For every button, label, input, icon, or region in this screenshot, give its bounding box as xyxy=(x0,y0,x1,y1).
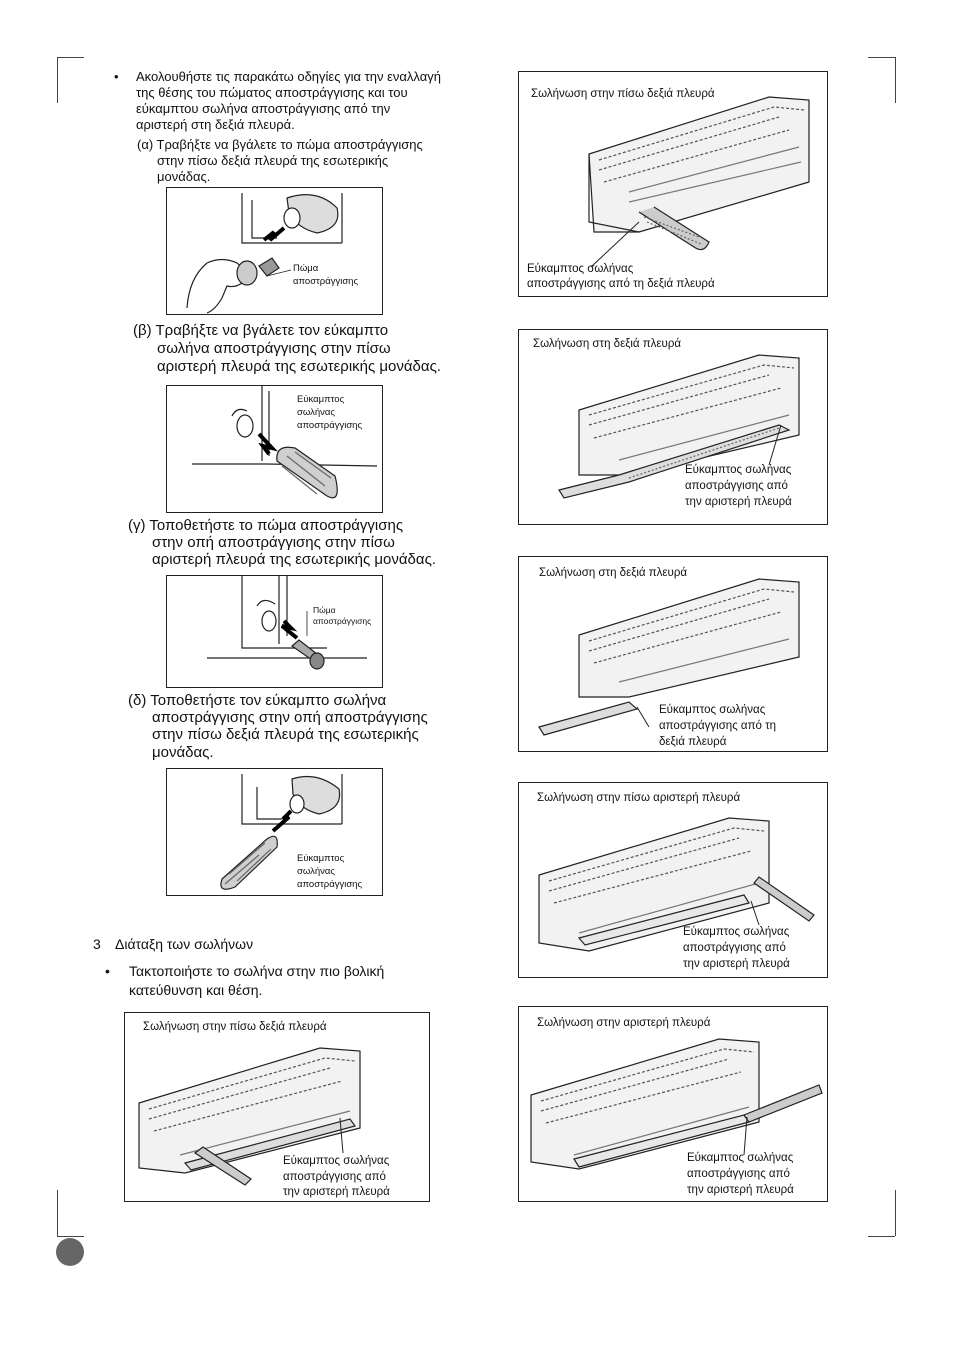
figure-caption: δεξιά πλευρά xyxy=(659,736,727,748)
crop-mark xyxy=(895,1190,896,1236)
figure-title: Σωλήνωση στην αριστερή πλευρά xyxy=(537,1017,711,1029)
figure-title: Σωλήνωση στη δεξιά πλευρά xyxy=(533,338,682,350)
section-line: κατεύθυνση και θέση. xyxy=(129,982,263,998)
figure-caption: την αριστερή πλευρά xyxy=(283,1186,390,1198)
step-d-line: μονάδας. xyxy=(152,744,214,761)
step-a-line: μονάδας. xyxy=(157,169,211,184)
figure-rear-left: Σωλήνωση στην πίσω αριστερή πλευρά Εύκαμ… xyxy=(518,782,828,978)
figure-title: Σωλήνωση στην πίσω αριστερή πλευρά xyxy=(537,792,741,804)
step-b-line: (β) Τραβήξτε να βγάλετε τον εύκαμπτο xyxy=(133,322,389,339)
ac-unit-illustration xyxy=(538,578,800,736)
figure-caption: Εύκαμπτος σωλήνας xyxy=(683,926,790,938)
crop-mark xyxy=(57,57,84,58)
step-d-label: σωλήνας xyxy=(297,866,335,877)
figure-caption: αποστράγγισης από xyxy=(685,480,788,492)
crop-mark xyxy=(895,57,896,103)
step-a-label: Πώμα xyxy=(293,263,319,274)
intro-line: της θέσης του πώματος αποστράγγισης και … xyxy=(136,85,408,100)
step-a-line: στην πίσω δεξιά πλευρά της εσωτερικής xyxy=(157,153,389,168)
step-b-line: σωλήνα αποστράγγισης στην πίσω xyxy=(157,340,391,357)
figure-caption: την αριστερή πλευρά xyxy=(687,1184,794,1196)
figure-right-right-hose: Σωλήνωση στη δεξιά πλευρά Εύκαμπτος σωλή… xyxy=(518,556,828,752)
step-c-line: (γ) Τοποθετήστε το πώμα αποστράγγισης xyxy=(128,517,404,534)
figure-left: Σωλήνωση στην αριστερή πλευρά Εύκαμπτος … xyxy=(518,1006,828,1202)
step-b-label: σωλήνας xyxy=(297,407,335,418)
figure-caption: την αριστερή πλευρά xyxy=(685,496,792,508)
section-title: Διάταξη των σωλήνων xyxy=(115,936,254,952)
step-d-line: αποστράγγισης στην οπή αποστράγγισης xyxy=(152,709,428,726)
figure-bottom-rear-right: Σωλήνωση στην πίσω δεξιά πλευρά Εύκαμπτο… xyxy=(124,1012,430,1202)
section-line: Τακτοποιήστε το σωλήνα στην πιο βολική xyxy=(129,963,385,979)
page-number-circle xyxy=(56,1238,84,1266)
intro-bullet: • xyxy=(114,69,119,84)
figure-caption: Εύκαμπτος σωλήνας xyxy=(685,464,792,476)
figure-caption: Εύκαμπτος σωλήνας xyxy=(283,1155,390,1167)
figure-caption: αποστράγγισης από τη xyxy=(659,720,777,732)
step-a-figure: Πώμα αποστράγγισης xyxy=(166,187,383,315)
figure-caption: Εύκαμπτος σωλήνας xyxy=(659,704,766,716)
section-number: 3 xyxy=(93,936,101,952)
figure-title: Σωλήνωση στην πίσω δεξιά πλευρά xyxy=(531,88,715,100)
figure-rear-right: Σωλήνωση στην πίσω δεξιά πλευρά Εύκαμπτο… xyxy=(518,71,828,297)
step-d-line: στην πίσω δεξιά πλευρά της εσωτερικής xyxy=(152,726,419,743)
figure-title: Σωλήνωση στη δεξιά πλευρά xyxy=(539,567,688,579)
figure-caption: την αριστερή πλευρά xyxy=(683,958,790,970)
figure-right-left-hose: Σωλήνωση στη δεξιά πλευρά Εύκαμπτος σωλή… xyxy=(518,329,828,525)
crop-mark xyxy=(57,1190,58,1236)
step-c-line: αριστερή πλευρά της εσωτερικής μονάδας. xyxy=(152,551,436,568)
step-b-label: αποστράγγισης xyxy=(297,420,363,431)
section-bullet: • xyxy=(105,963,110,979)
figure-title: Σωλήνωση στην πίσω δεξιά πλευρά xyxy=(143,1021,327,1033)
step-d-label: Εύκαμπτος xyxy=(297,853,345,864)
step-d-label: αποστράγγισης xyxy=(297,879,363,890)
figure-caption: αποστράγγισης από xyxy=(687,1168,790,1180)
ac-unit-illustration xyxy=(138,1047,361,1186)
step-c-label: Πώμα xyxy=(313,605,336,615)
figure-caption: αποστράγγισης από xyxy=(683,942,786,954)
step-a-label: αποστράγγισης xyxy=(293,276,359,287)
ac-unit-illustration xyxy=(530,1038,823,1170)
crop-mark xyxy=(868,1236,895,1237)
step-a-line: (α) Τραβήξτε να βγάλετε το πώμα αποστράγ… xyxy=(137,137,423,152)
step-d-line: (δ) Τοποθετήστε τον εύκαμπτο σωλήνα xyxy=(128,692,387,709)
crop-mark xyxy=(57,57,58,103)
figure-caption: αποστράγγισης από τη δεξιά πλευρά xyxy=(527,278,715,290)
step-c-figure: Πώμα αποστράγγισης xyxy=(166,575,383,688)
ac-unit-illustration xyxy=(588,96,810,268)
step-b-label: Εύκαμπτος xyxy=(297,394,345,405)
figure-caption: αποστράγγισης από xyxy=(283,1171,386,1183)
ac-unit-illustration xyxy=(558,354,800,499)
step-d-figure: Εύκαμπτος σωλήνας αποστράγγισης xyxy=(166,768,383,896)
intro-line: Ακολουθήστε τις παρακάτω οδηγίες για την… xyxy=(136,69,441,84)
ac-unit-illustration xyxy=(538,817,815,952)
crop-mark xyxy=(57,1236,84,1237)
step-b-figure: Εύκαμπτος σωλήνας αποστράγγισης xyxy=(166,385,383,513)
figure-caption: Εύκαμπτος σωλήνας xyxy=(687,1152,794,1164)
crop-mark xyxy=(868,57,895,58)
step-c-label: αποστράγγισης xyxy=(313,616,372,626)
intro-line: εύκαμπτου σωλήνα αποστράγγισης από την xyxy=(136,101,391,116)
step-c-line: στην οπή αποστράγγισης στην πίσω xyxy=(152,534,395,551)
intro-line: αριστερή στη δεξιά πλευρά. xyxy=(136,117,295,132)
figure-caption: Εύκαμπτος σωλήνας xyxy=(527,263,634,275)
step-b-line: αριστερή πλευρά της εσωτερικής μονάδας. xyxy=(157,358,441,375)
